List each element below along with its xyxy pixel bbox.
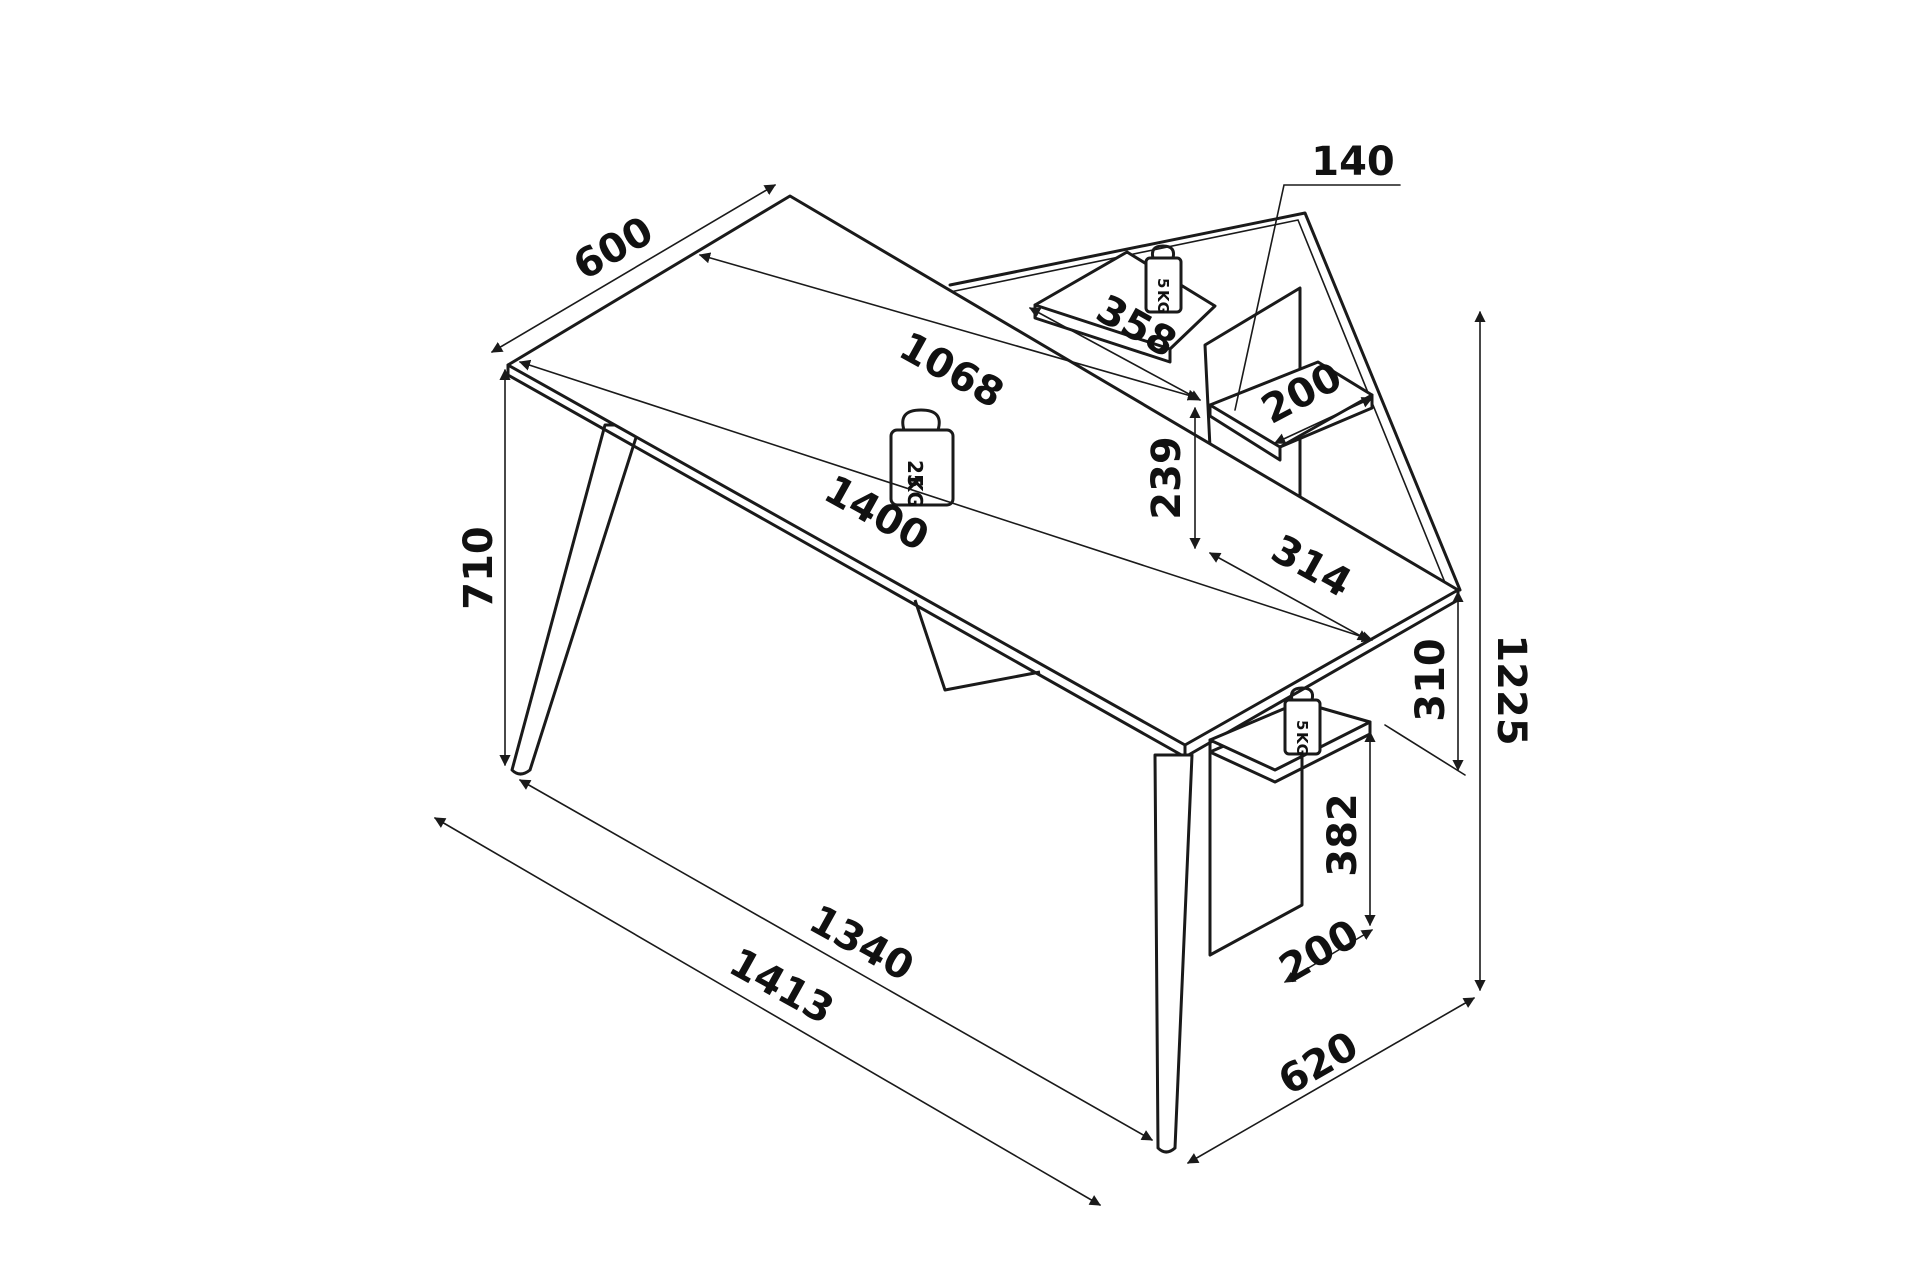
dim-label-310: 310 bbox=[1408, 638, 1454, 722]
dim-label-1225: 1225 bbox=[1488, 634, 1534, 745]
dim-label-382: 382 bbox=[1320, 793, 1366, 877]
svg-text:KG: KG bbox=[1154, 290, 1172, 314]
rear-left-leg bbox=[510, 423, 642, 776]
dim-label-710: 710 bbox=[456, 526, 502, 610]
svg-text:5: 5 bbox=[1293, 720, 1311, 730]
svg-text:5: 5 bbox=[1154, 278, 1172, 288]
dim-label-620: 620 bbox=[1271, 1023, 1366, 1105]
dim-label-239: 239 bbox=[1144, 436, 1190, 520]
weight-top-shelf: 5 KG bbox=[1144, 244, 1183, 314]
weight-lower-shelf: 5 KG bbox=[1283, 686, 1322, 756]
dim-label-600: 600 bbox=[566, 208, 661, 290]
front-leg bbox=[1153, 753, 1194, 1154]
dim-label-140: 140 bbox=[1311, 139, 1395, 185]
svg-text:KG: KG bbox=[1293, 732, 1311, 756]
dimension-lines bbox=[434, 184, 1486, 1206]
dim-label-1340: 1340 bbox=[801, 897, 921, 991]
dim-label-200-lower: 200 bbox=[1272, 911, 1367, 993]
